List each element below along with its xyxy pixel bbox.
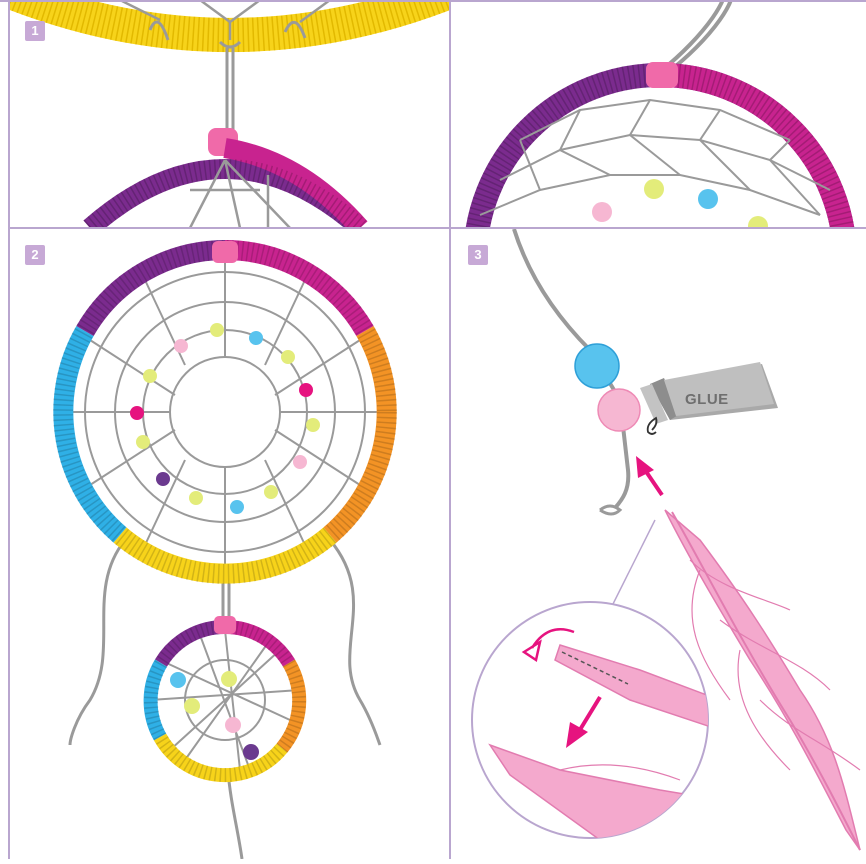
connector-string xyxy=(227,48,233,140)
insert-arrow xyxy=(645,470,662,495)
step-badge-2: 2 xyxy=(25,245,45,265)
panel-3-hanging-loop xyxy=(475,0,845,445)
panel-3-illustration: GLUE xyxy=(472,229,860,850)
string-knot xyxy=(600,506,620,514)
glue-label: GLUE xyxy=(685,391,729,408)
bead-pink xyxy=(592,202,612,222)
panel-2-illustration xyxy=(63,241,387,859)
pink-bead xyxy=(598,389,640,431)
blue-bead xyxy=(575,344,619,388)
glue-bottle: GLUE xyxy=(640,362,778,424)
callout-line xyxy=(612,520,655,606)
bead-blue xyxy=(698,189,718,209)
panel-1-illustration xyxy=(0,0,520,228)
hanging-loop xyxy=(662,0,725,70)
pink-clip xyxy=(212,241,238,263)
side-string-right xyxy=(330,540,380,745)
bead-yellow xyxy=(644,179,664,199)
side-string-left xyxy=(70,540,125,745)
step-badge-3: 3 xyxy=(468,245,488,265)
bottom-string xyxy=(228,770,242,859)
step-badge-1: 1 xyxy=(25,21,45,41)
